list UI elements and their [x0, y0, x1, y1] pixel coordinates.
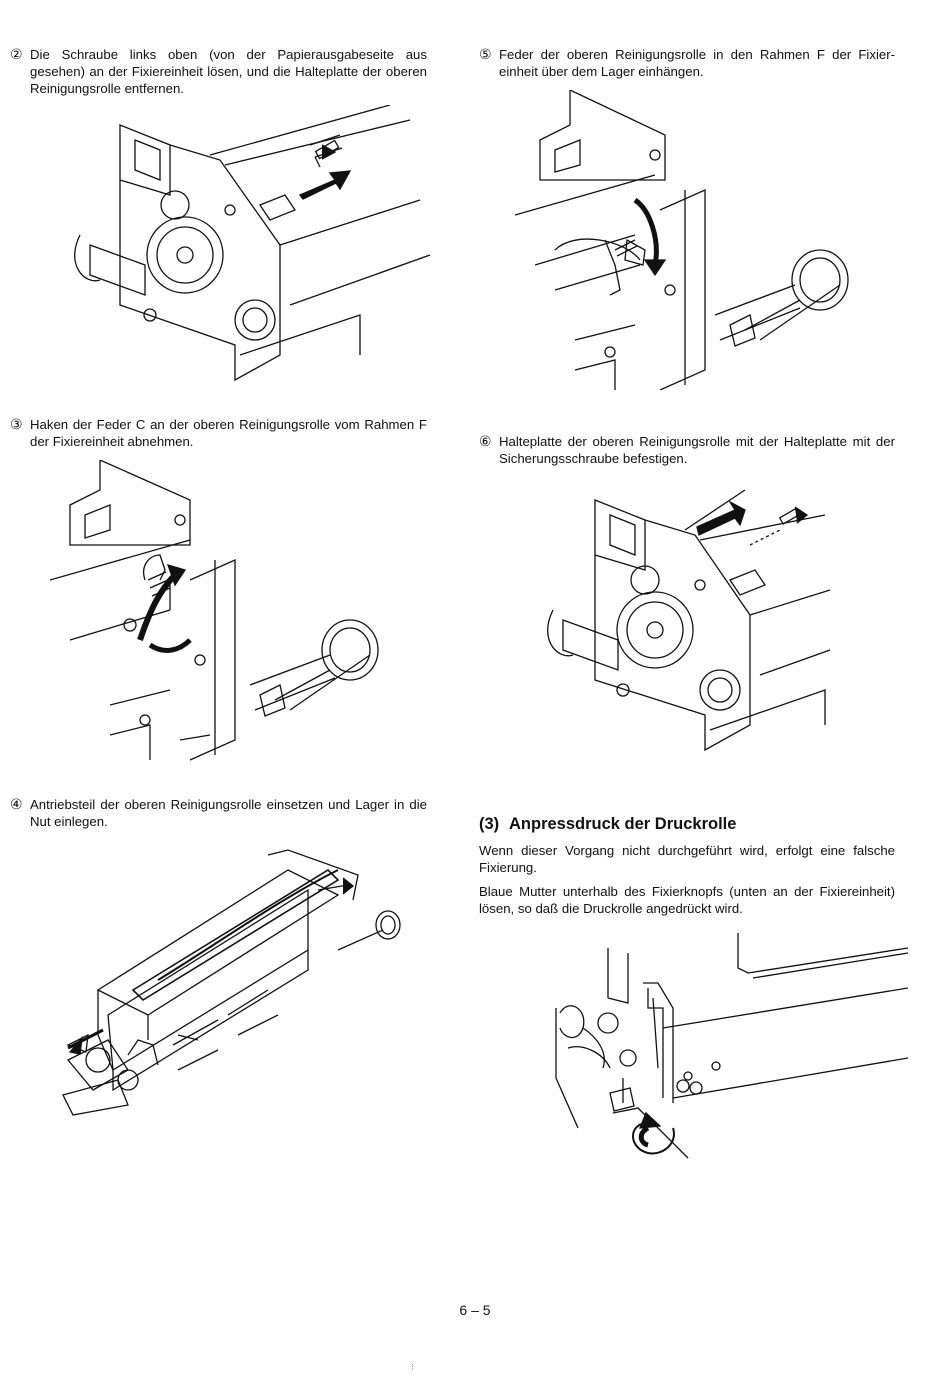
step-2: ② Die Schraube links oben (von der Papie… [10, 46, 427, 97]
figure-remove-holding-plate [60, 105, 440, 395]
footer-mark: ⁝ [411, 1362, 414, 1372]
section-heading: (3) Anpressdruck der Druckrolle [479, 815, 736, 834]
page-number: 6 – 5 [459, 1302, 491, 1318]
step-number: ③ [10, 416, 23, 432]
figure-hook-spring [515, 90, 865, 390]
step-number: ② [10, 46, 23, 62]
step-3: ③ Haken der Feder C an der oberen Reinig… [10, 416, 427, 450]
section-paragraph-2: Blaue Mutter unterhalb des Fixierknopfs … [479, 884, 895, 916]
step-number: ⑤ [479, 46, 492, 62]
step-6: ⑥ Halteplatte der oberen Reinigungsrolle… [479, 433, 895, 467]
step-5: ⑤ Feder der oberen Reinigungsrolle in de… [479, 46, 895, 80]
step-text: Antriebsteil der oberen Reinigungsrolle … [30, 797, 427, 829]
step-text: Die Schraube links oben (von der Papiera… [30, 47, 427, 96]
figure-install-drive-part [38, 840, 418, 1120]
step-number: ⑥ [479, 433, 492, 449]
step-text: Feder der oberen Reinigungsrolle in den … [499, 47, 895, 79]
step-number: ④ [10, 796, 23, 812]
figure-unhook-spring-c [50, 460, 390, 780]
figure-loosen-blue-nut [548, 928, 908, 1168]
step-text: Halteplatte der oberen Reinigungsrolle m… [499, 434, 895, 466]
section-paragraph-1: Wenn dieser Vorgang nicht durchgeführt w… [479, 843, 895, 875]
figure-fasten-holding-plate [535, 485, 835, 760]
step-4: ④ Antriebsteil der oberen Reinigungsroll… [10, 796, 427, 830]
section-number: (3) [479, 815, 500, 833]
section-title: Anpressdruck der Druckrolle [509, 815, 737, 833]
step-text: Haken der Feder C an der oberen Reinigun… [30, 417, 427, 449]
